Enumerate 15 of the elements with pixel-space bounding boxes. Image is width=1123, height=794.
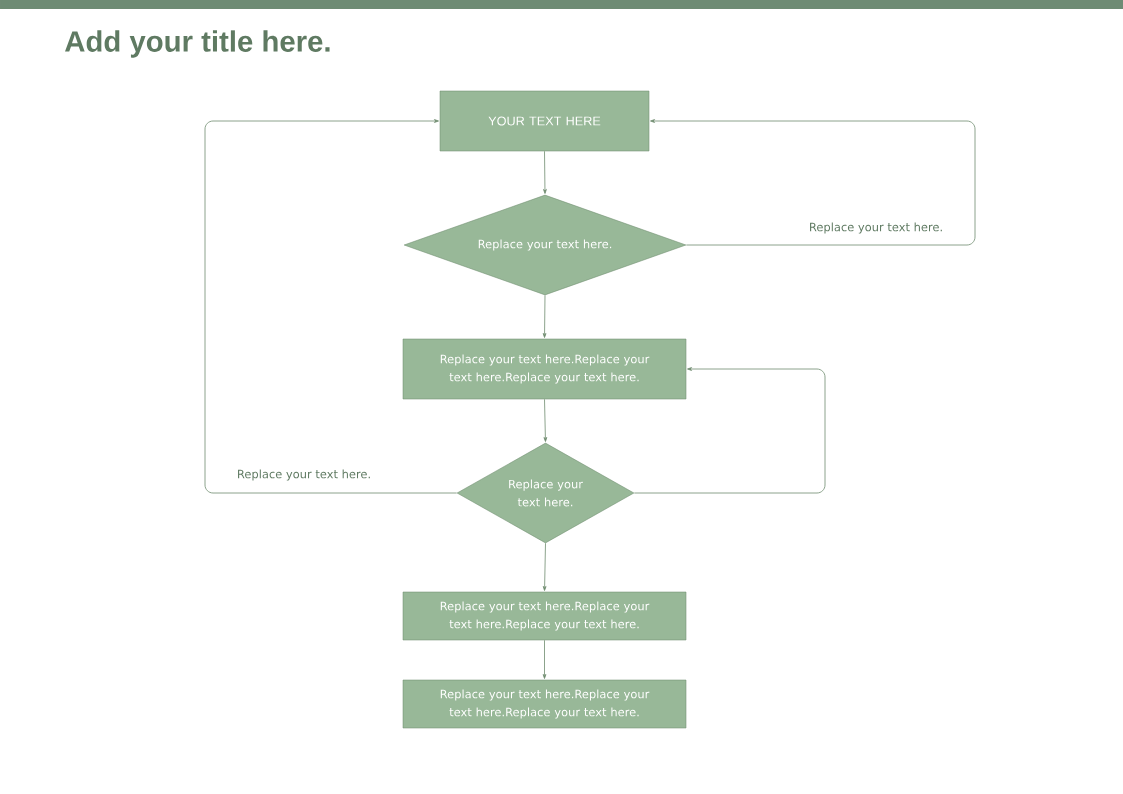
process-box: Replace your text here.Replace your text here.Replace your text here.	[402, 591, 687, 641]
arrow	[650, 119, 976, 246]
process-box: YOUR TEXT HERE	[439, 90, 650, 152]
title: Add your title here.	[65, 30, 330, 58]
edge-label: Replace your text here.	[235, 468, 373, 482]
arrow	[633, 367, 826, 494]
process-box: Replace your text here.Replace your text here.Replace your text here.	[402, 338, 687, 400]
arrow	[543, 398, 548, 442]
edge-label: Replace your text here.	[807, 221, 945, 235]
arrow	[542, 542, 547, 591]
arrow	[543, 150, 547, 194]
arrow	[542, 639, 547, 679]
process-box: Replace your text here.Replace your text here.Replace your text here.	[402, 679, 687, 729]
arrow	[542, 294, 547, 338]
arrow	[204, 119, 458, 494]
